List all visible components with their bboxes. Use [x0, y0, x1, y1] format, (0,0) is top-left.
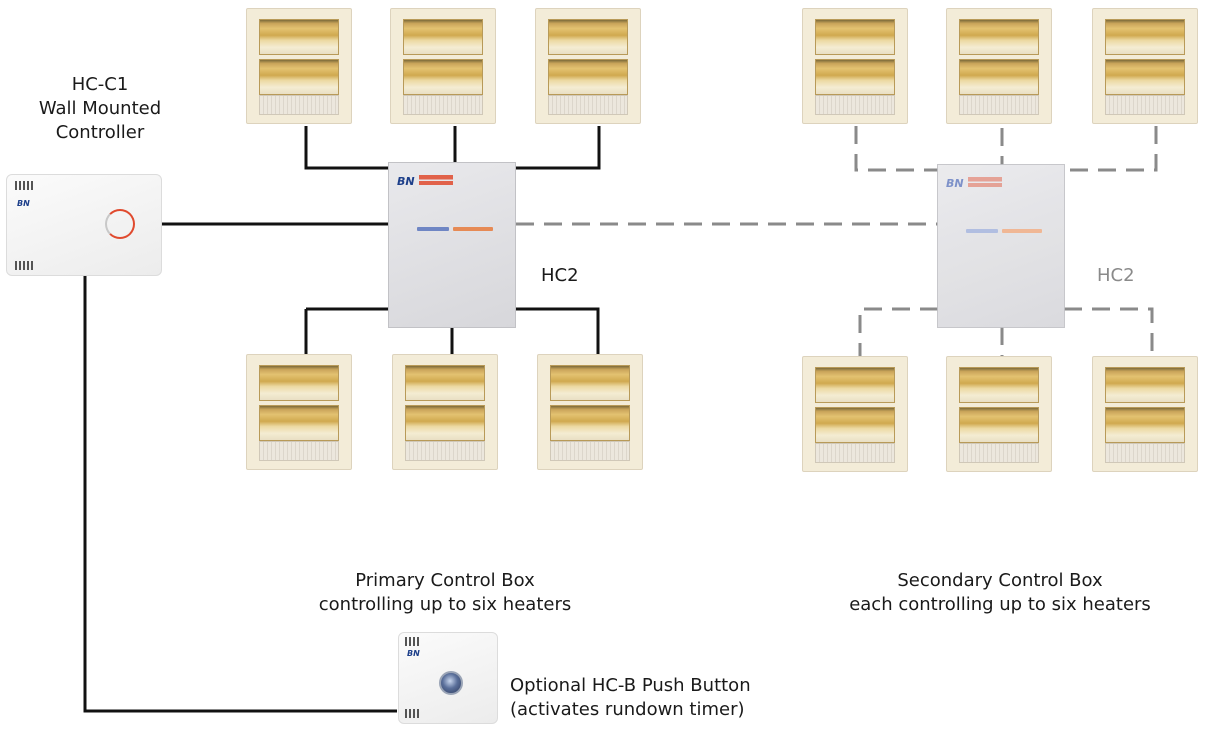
push-button-icon: [439, 671, 463, 695]
secondary-caption-line1: Secondary Control Box: [897, 570, 1103, 591]
secondary-box-logo: BN: [946, 177, 964, 190]
primary-box-stripe-blue: [417, 227, 449, 231]
heater-primary-bottom-1: [246, 354, 352, 470]
wire-top-left: [304, 126, 389, 170]
heater-primary-top-2: [390, 8, 496, 124]
push-button-unit: BN: [398, 632, 498, 724]
wire-sec-bottom-right: [1064, 307, 1154, 358]
wire-sec-top-left: [854, 126, 938, 172]
heater-primary-bottom-3: [537, 354, 643, 470]
heater-secondary-top-1: [802, 8, 908, 124]
wire-top-right: [516, 126, 601, 170]
wire-controller-pushbutton: [83, 275, 397, 713]
pushbutton-vent-bottom: [405, 709, 419, 718]
pushbutton-logo: BN: [407, 649, 420, 658]
primary-box-logo: BN: [397, 175, 415, 188]
wall-controller: BN: [6, 174, 162, 276]
heater-secondary-top-2: [946, 8, 1052, 124]
primary-box-tag: HC2: [541, 265, 579, 286]
heater-secondary-bottom-2: [946, 356, 1052, 472]
secondary-caption-line2: each controlling up to six heaters: [849, 594, 1151, 615]
pushbutton-caption-line1: Optional HC-B Push Button: [510, 675, 751, 696]
secondary-box-stripe-blue: [966, 229, 998, 233]
solid-wires: [83, 126, 601, 713]
temperature-dial-icon: [105, 209, 135, 239]
secondary-box-stripe-orange: [1002, 229, 1042, 233]
heater-primary-bottom-2: [392, 354, 498, 470]
primary-caption-line1: Primary Control Box: [355, 570, 535, 591]
controller-vent-top: [15, 181, 33, 190]
pushbutton-caption: Optional HC-B Push Button (activates run…: [510, 674, 751, 722]
controller-title-line2: Wall Mounted: [38, 98, 162, 119]
secondary-caption: Secondary Control Box each controlling u…: [800, 569, 1200, 617]
pushbutton-caption-line2: (activates rundown timer): [510, 699, 745, 720]
primary-caption: Primary Control Box controlling up to si…: [272, 569, 618, 617]
controller-title-line1: HC-C1: [71, 74, 129, 95]
primary-control-box: BN: [388, 162, 516, 328]
controller-title-line3: Controller: [55, 122, 145, 143]
wire-sec-top-right: [1064, 126, 1158, 172]
heater-secondary-bottom-1: [802, 356, 908, 472]
primary-box-logo-mark: [419, 175, 453, 185]
heater-secondary-top-3: [1092, 8, 1198, 124]
controller-logo: BN: [17, 199, 30, 208]
heater-primary-top-3: [535, 8, 641, 124]
secondary-box-logo-mark: [968, 177, 1002, 187]
heater-primary-top-1: [246, 8, 352, 124]
heater-secondary-bottom-3: [1092, 356, 1198, 472]
wire-sec-bottom-left: [858, 307, 938, 358]
dashed-wires: [516, 126, 1158, 358]
wire-bottom-right: [516, 307, 600, 356]
controller-vent-bottom: [15, 261, 33, 270]
secondary-box-tag: HC2: [1097, 265, 1135, 286]
primary-caption-line2: controlling up to six heaters: [318, 594, 572, 615]
pushbutton-vent-top: [405, 637, 419, 646]
primary-box-stripe-orange: [453, 227, 493, 231]
secondary-control-box: BN: [937, 164, 1065, 328]
controller-title: HC-C1 Wall Mounted Controller: [10, 73, 190, 145]
